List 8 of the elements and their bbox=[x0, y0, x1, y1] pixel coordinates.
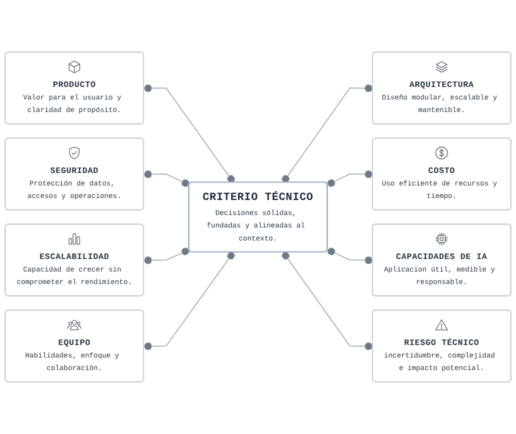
connector bbox=[143, 84, 235, 183]
connector bbox=[143, 248, 190, 264]
connector bbox=[282, 252, 374, 350]
connector bbox=[282, 84, 374, 183]
connector bbox=[327, 170, 374, 187]
connector bbox=[327, 248, 374, 264]
connector bbox=[143, 252, 235, 350]
connector bbox=[143, 170, 190, 188]
